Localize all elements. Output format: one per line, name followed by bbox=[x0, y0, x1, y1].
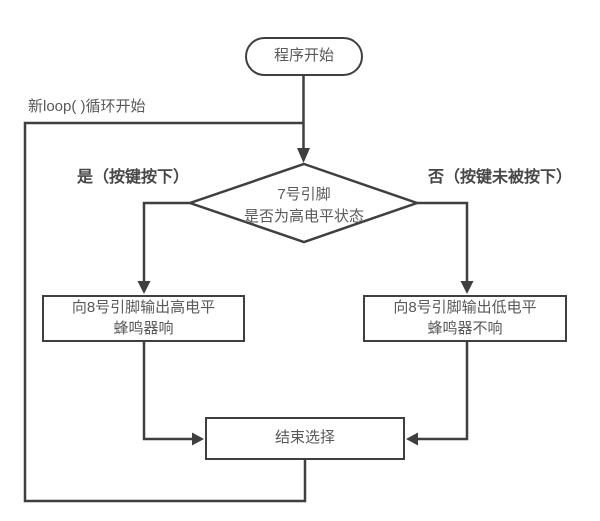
end-box-label: 结束选择 bbox=[274, 429, 335, 447]
end-box: 结束选择 bbox=[205, 417, 405, 460]
decision-diamond-shape bbox=[186, 162, 421, 244]
process-no-line2: 蜂鸣器不响 bbox=[427, 319, 503, 337]
arrowhead-down-icon bbox=[137, 281, 151, 294]
process-no-box: 向8号引脚输出低电平 蜂鸣器不响 bbox=[363, 295, 567, 342]
arrowhead-right-icon bbox=[192, 432, 204, 446]
start-terminal-label: 程序开始 bbox=[273, 47, 334, 65]
connector-yes-branch bbox=[142, 201, 190, 282]
arrowhead-down-icon bbox=[297, 148, 310, 163]
process-no-line1: 向8号引脚输出低电平 bbox=[393, 299, 537, 317]
arrowhead-down-icon bbox=[460, 281, 474, 294]
connector-no-branch bbox=[417, 201, 469, 282]
decision-text-line1: 7号引脚 bbox=[277, 186, 331, 203]
connector-loop-back bbox=[23, 121, 307, 503]
connector-no-to-end bbox=[418, 342, 469, 441]
process-yes-line1: 向8号引脚输出高电平 bbox=[71, 299, 216, 317]
branch-no-label: 否（按键未被按下） bbox=[427, 169, 572, 186]
loop-start-label: 新loop( )循环开始 bbox=[28, 98, 146, 115]
start-terminal: 程序开始 bbox=[245, 37, 363, 76]
decision-text-line2: 是否为高电平状态 bbox=[243, 208, 364, 225]
connector-yes-to-end bbox=[142, 342, 192, 441]
arrowhead-left-icon bbox=[406, 432, 418, 446]
decision-diamond-text: 7号引脚 是否为高电平状态 bbox=[194, 184, 414, 228]
process-yes-line2: 蜂鸣器响 bbox=[113, 319, 174, 337]
process-yes-box: 向8号引脚输出高电平 蜂鸣器响 bbox=[42, 295, 245, 342]
branch-yes-label: 是（按键按下） bbox=[76, 169, 189, 186]
